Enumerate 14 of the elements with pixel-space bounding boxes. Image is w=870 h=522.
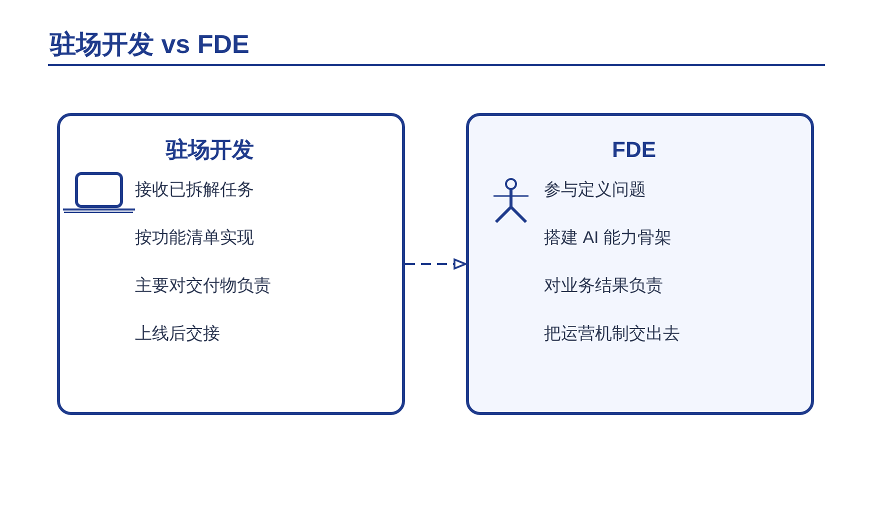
- list-item: 接收已拆解任务: [135, 179, 254, 201]
- list-item: 上线后交接: [135, 323, 220, 345]
- list-item: 把运营机制交出去: [544, 323, 680, 345]
- comparison-card: [57, 113, 405, 415]
- list-item: 搭建 AI 能力骨架: [544, 227, 672, 249]
- comparison-card: [466, 113, 814, 415]
- list-item: 参与定义问题: [544, 179, 646, 201]
- dashed-arrow: [405, 258, 466, 270]
- card-heading: FDE: [612, 136, 656, 164]
- list-item: 主要对交付物负责: [135, 275, 271, 297]
- card-heading: 驻场开发: [166, 136, 254, 164]
- list-item: 对业务结果负责: [544, 275, 663, 297]
- diagram-title: 驻场开发 vs FDE: [50, 28, 250, 61]
- list-item: 按功能清单实现: [135, 227, 254, 249]
